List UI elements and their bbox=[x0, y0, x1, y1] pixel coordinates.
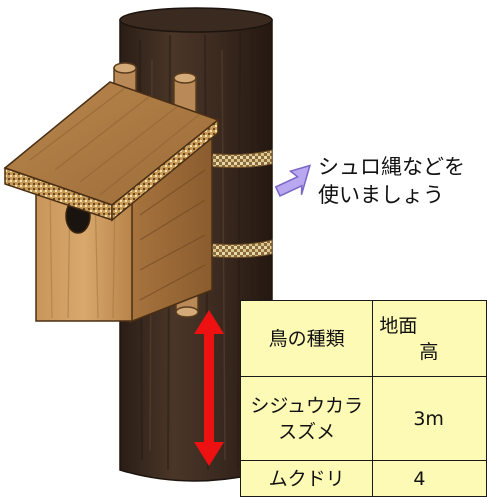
header-height-line-1: 地面 bbox=[379, 314, 418, 337]
birdhouse bbox=[3, 81, 220, 324]
bird-name-line-2: スズメ bbox=[278, 420, 336, 443]
callout-arrow-icon bbox=[274, 164, 311, 197]
table-header-row: 鳥の種類 地面 高 bbox=[239, 300, 487, 377]
callout-line-2: 使いましょう bbox=[318, 183, 444, 207]
rope-band-upper bbox=[204, 149, 273, 169]
rope-callout-text: シュロ縄などを 使いましょう bbox=[318, 153, 465, 209]
bird-name-line-1: シジュウカラ bbox=[250, 394, 363, 417]
height-arrow-icon bbox=[194, 310, 224, 466]
table-cell-height: 3m bbox=[372, 376, 487, 461]
table-cell-bird: シジュウカラ スズメ bbox=[239, 376, 374, 461]
rope-band-lower bbox=[204, 239, 273, 259]
callout-line-1: シュロ縄などを bbox=[318, 155, 465, 179]
header-height-line-2: 高 bbox=[419, 340, 439, 363]
nest-height-table: 鳥の種類 地面 高 シジュウカラ スズメ 3m ムクドリ 4 bbox=[239, 300, 487, 497]
table-cell-height: 4 bbox=[372, 460, 487, 497]
header-height: 地面 高 bbox=[372, 300, 487, 377]
table-row: シジュウカラ スズメ 3m bbox=[239, 376, 487, 461]
table-cell-bird: ムクドリ bbox=[239, 460, 374, 497]
header-bird-type: 鳥の種類 bbox=[239, 300, 374, 377]
table-row: ムクドリ 4 bbox=[239, 460, 487, 497]
